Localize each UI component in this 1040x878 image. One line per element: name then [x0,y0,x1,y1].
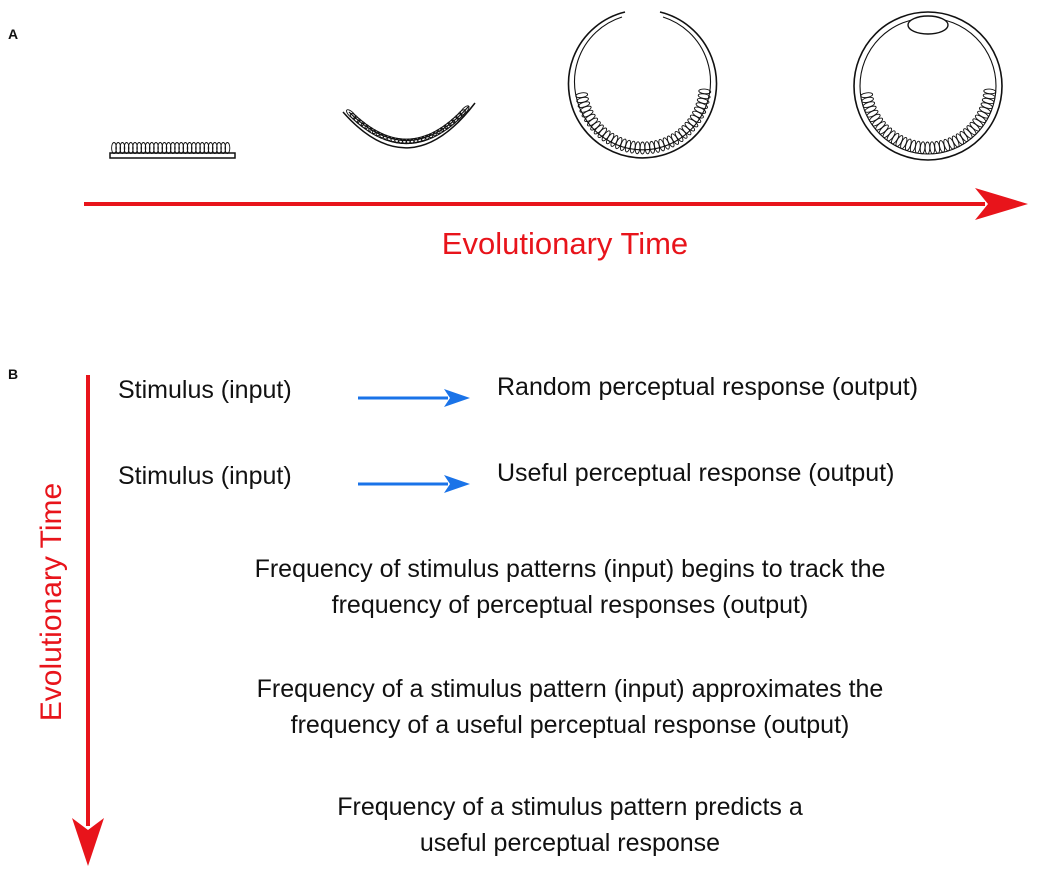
panel-b-axis-label: Evolutionary Time [35,482,68,722]
stage-pinhole-eye [567,11,718,159]
link-arrow-1 [358,389,470,407]
row-2-output: Useful perceptual response (output) [497,459,895,487]
stage-flat-patch [109,142,236,159]
lens-icon [907,15,949,35]
link-arrow-2 [358,475,470,493]
panel-a-time-arrow [84,188,1028,220]
row-2-input: Stimulus (input) [118,462,292,490]
stage-lens-eye [853,11,1003,161]
statement-2: Frequency of a stimulus pattern (input) … [120,671,1020,743]
panel-a-label: A [8,26,19,42]
stage-cup [342,102,476,149]
statement-1: Frequency of stimulus patterns (input) b… [120,551,1020,623]
panel-b-time-arrow [72,375,104,866]
statement-2-line-1: Frequency of a stimulus pattern (input) … [256,675,884,703]
panel-a-axis-label: Evolutionary Time [441,226,689,261]
statement-3-line-2: useful perceptual response [419,829,721,857]
statement-1-line-1: Frequency of stimulus patterns (input) b… [254,555,886,583]
statement-3-line-1: Frequency of a stimulus pattern predicts… [337,793,803,821]
panel-b-label: B [8,366,19,382]
row-1-output: Random perceptual response (output) [497,373,919,401]
statement-3: Frequency of a stimulus pattern predicts… [120,789,1020,861]
statement-2-line-2: frequency of a useful perceptual respons… [290,711,850,739]
statement-1-line-2: frequency of perceptual responses (outpu… [331,591,809,619]
row-1-input: Stimulus (input) [118,376,292,404]
